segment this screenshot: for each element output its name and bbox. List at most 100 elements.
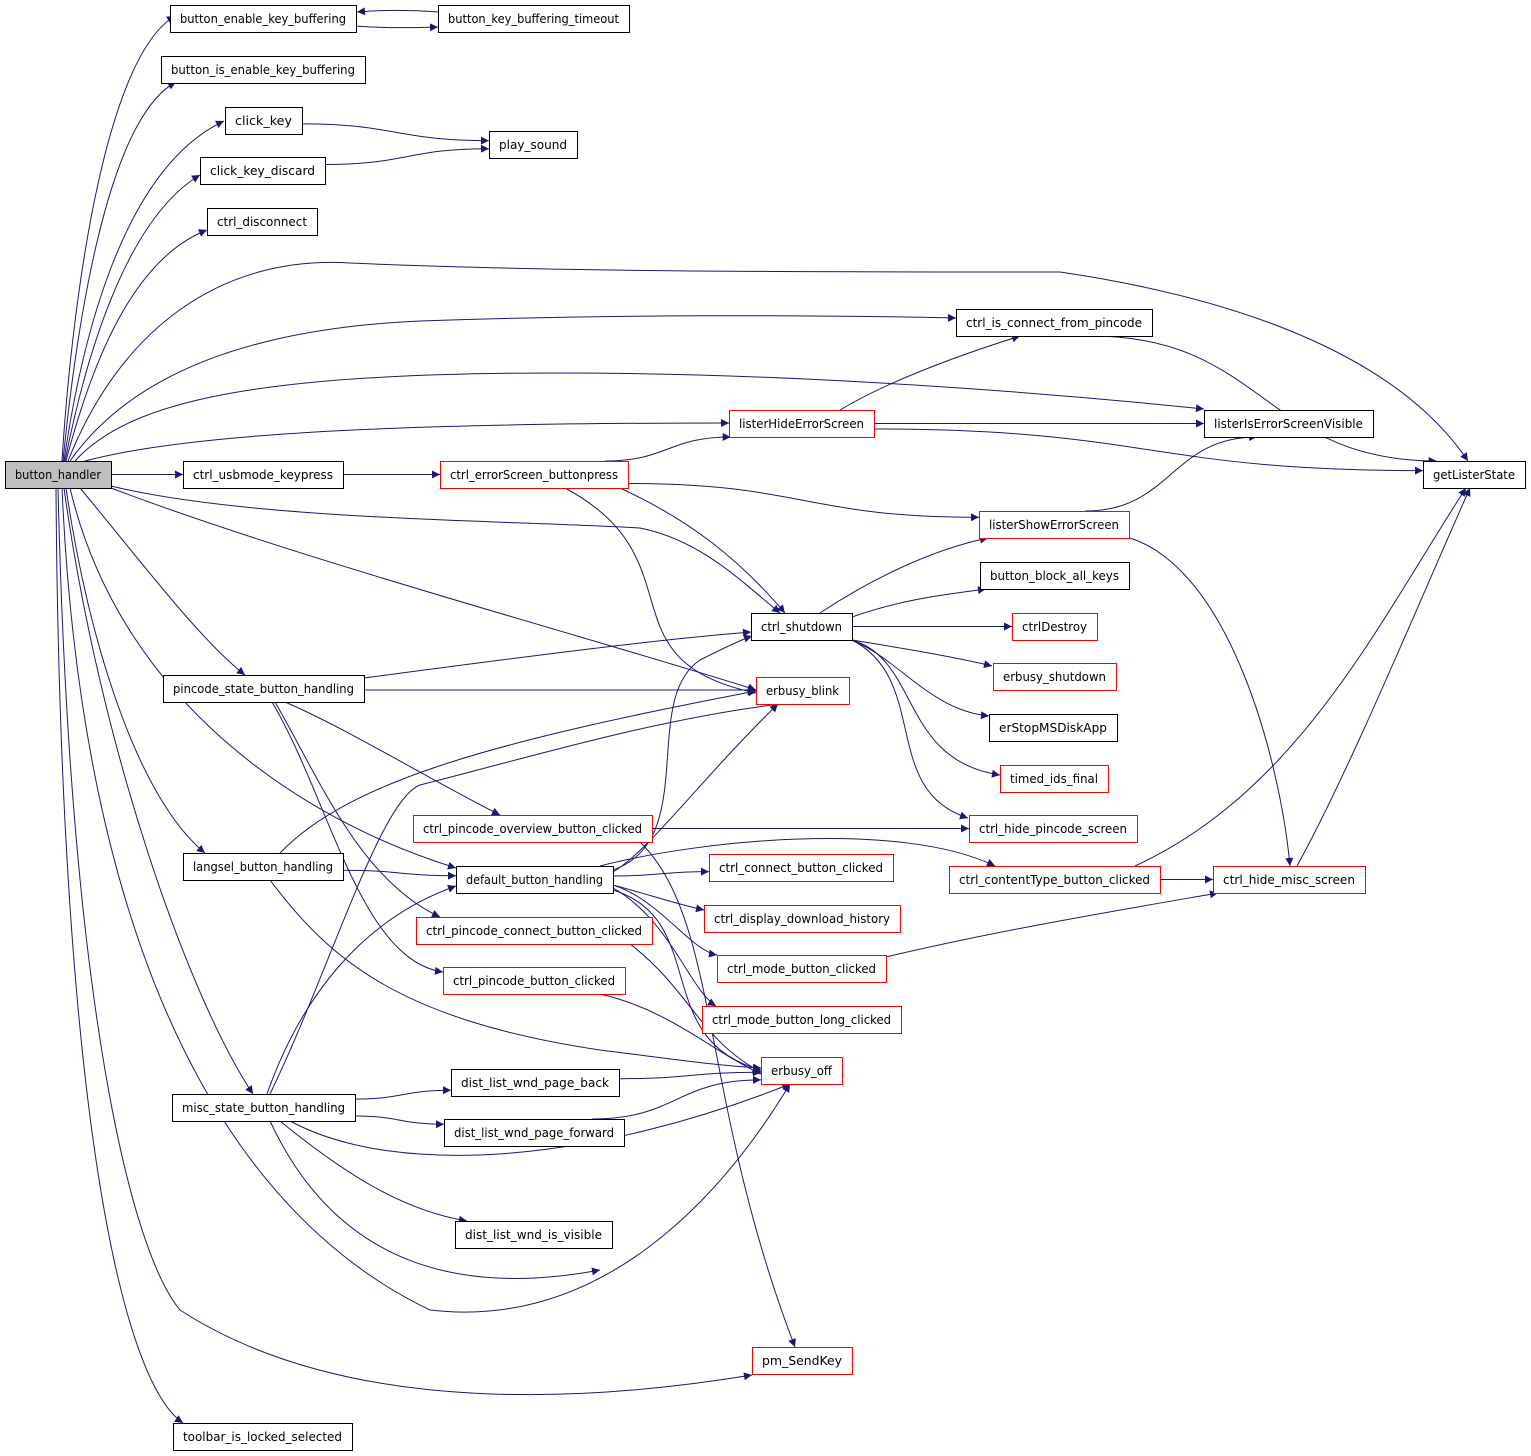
node-click_key[interactable]: click_key xyxy=(225,107,303,135)
edge-ctrl_shutdown-to-button_block_all_keys xyxy=(851,586,987,618)
node-label: ctrl_mode_button_long_clicked xyxy=(712,1012,891,1027)
edge-line xyxy=(342,869,457,880)
node-box xyxy=(200,157,326,185)
node-click_key_discard[interactable]: click_key_discard xyxy=(200,157,326,185)
node-dist_list_wnd_page_back[interactable]: dist_list_wnd_page_back xyxy=(451,1069,620,1097)
edge-line xyxy=(69,487,457,870)
node-ctrl_connect_button_clicked[interactable]: ctrl_connect_button_clicked xyxy=(709,854,894,882)
node-ctrlDestroy[interactable]: ctrlDestroy xyxy=(1012,613,1098,641)
node-ctrl_pincode_overview_button_clicked[interactable]: ctrl_pincode_overview_button_clicked xyxy=(413,815,653,843)
node-getListerState[interactable]: getListerState xyxy=(1423,461,1526,489)
node-ctrl_disconnect[interactable]: ctrl_disconnect xyxy=(207,208,318,236)
node-erbusy_blink[interactable]: erbusy_blink xyxy=(756,677,850,705)
edge-line xyxy=(269,879,762,1072)
node-listerShowErrorScreen[interactable]: listerShowErrorScreen xyxy=(979,511,1130,539)
node-erbusy_shutdown[interactable]: erbusy_shutdown xyxy=(993,663,1117,691)
node-langsel_button_handling[interactable]: langsel_button_handling xyxy=(183,853,344,881)
edge-line xyxy=(851,639,969,820)
edge-misc_state_button_handling-to-erbusy_blink xyxy=(269,701,781,1095)
node-box xyxy=(5,461,112,489)
node-label: timed_ids_final xyxy=(1010,771,1098,786)
node-ctrl_mode_button_clicked[interactable]: ctrl_mode_button_clicked xyxy=(717,955,887,983)
node-listerHideErrorScreen[interactable]: listerHideErrorScreen xyxy=(729,410,875,438)
node-ctrl_errorScreen_buttonpress[interactable]: ctrl_errorScreen_buttonpress xyxy=(440,461,629,489)
edge-line xyxy=(63,487,254,1095)
node-ctrl_is_connect_from_pincode[interactable]: ctrl_is_connect_from_pincode xyxy=(956,309,1153,337)
node-label: default_button_handling xyxy=(466,872,603,887)
edge-line xyxy=(269,701,781,1095)
node-misc_state_button_handling[interactable]: misc_state_button_handling xyxy=(172,1094,356,1122)
node-pincode_state_button_handling[interactable]: pincode_state_button_handling xyxy=(163,675,365,703)
node-label: listerShowErrorScreen xyxy=(989,517,1119,532)
edge-button_handler-to-default_button_handling xyxy=(69,487,457,870)
edge-button_handler-to-button_is_enable_key_buffering xyxy=(62,81,177,462)
node-default_button_handling[interactable]: default_button_handling xyxy=(456,866,614,894)
node-ctrl_contentType_button_clicked[interactable]: ctrl_contentType_button_clicked xyxy=(949,866,1161,894)
node-box xyxy=(756,677,850,705)
node-box xyxy=(170,5,357,33)
node-erbusy_off[interactable]: erbusy_off xyxy=(761,1057,843,1085)
edge-line xyxy=(1091,335,1437,465)
node-play_sound[interactable]: play_sound xyxy=(489,131,578,159)
edge-button_handler-to-click_key_discard xyxy=(64,174,201,462)
node-timed_ids_final[interactable]: timed_ids_final xyxy=(1000,765,1109,793)
node-ctrl_pincode_button_clicked[interactable]: ctrl_pincode_button_clicked xyxy=(443,967,626,995)
edge-line xyxy=(324,144,490,165)
node-label: ctrl_pincode_button_clicked xyxy=(453,973,615,988)
node-box xyxy=(751,613,853,641)
node-toolbar_is_locked_selected[interactable]: toolbar_is_locked_selected xyxy=(173,1423,353,1451)
node-label: button_block_all_keys xyxy=(990,568,1119,583)
node-ctrl_mode_button_long_clicked[interactable]: ctrl_mode_button_long_clicked xyxy=(702,1006,902,1034)
node-label: ctrl_hide_pincode_screen xyxy=(979,821,1127,836)
node-ctrl_hide_misc_screen[interactable]: ctrl_hide_misc_screen xyxy=(1213,866,1366,894)
edge-line xyxy=(356,7,439,16)
edge-button_handler-to-button_enable_key_buffering xyxy=(61,15,176,462)
node-dist_list_wnd_is_visible[interactable]: dist_list_wnd_is_visible xyxy=(455,1221,613,1249)
edge-line xyxy=(819,535,989,614)
edge-line xyxy=(61,487,791,1313)
edge-line xyxy=(62,81,177,462)
edge-line xyxy=(65,487,206,854)
node-ctrl_shutdown[interactable]: ctrl_shutdown xyxy=(751,613,853,641)
node-box xyxy=(761,1057,843,1085)
edge-line xyxy=(592,1075,762,1120)
edge-line xyxy=(612,887,717,1007)
node-pm_SendKey[interactable]: pm_SendKey xyxy=(752,1347,853,1375)
edge-button_handler-to-ctrl_disconnect xyxy=(65,229,208,462)
node-ctrl_hide_pincode_screen[interactable]: ctrl_hide_pincode_screen xyxy=(969,815,1138,843)
edge-langsel_button_handling-to-default_button_handling xyxy=(342,869,457,880)
node-label: ctrl_disconnect xyxy=(217,214,307,229)
edge-misc_state_button_handling-to-ctrl_hide_misc_screen xyxy=(269,1120,601,1279)
node-button_enable_key_buffering[interactable]: button_enable_key_buffering xyxy=(170,5,357,33)
node-box xyxy=(1213,866,1366,894)
edge-line xyxy=(69,313,957,462)
node-button_block_all_keys[interactable]: button_block_all_keys xyxy=(980,562,1130,590)
node-ctrl_usbmode_keypress[interactable]: ctrl_usbmode_keypress xyxy=(183,461,344,489)
edge-line xyxy=(1296,487,1471,867)
node-dist_list_wnd_page_forward[interactable]: dist_list_wnd_page_forward xyxy=(444,1119,625,1147)
edge-line xyxy=(604,433,731,462)
node-box xyxy=(413,815,653,843)
edge-line xyxy=(284,701,501,816)
node-button_handler[interactable]: button_handler xyxy=(5,461,112,489)
node-listerIsErrorScreenVisible[interactable]: listerIsErrorScreenVisible xyxy=(1204,410,1374,438)
node-label: ctrl_hide_misc_screen xyxy=(1223,872,1355,887)
edge-pincode_state_button_handling-to-ctrl_pincode_button_clicked xyxy=(271,701,444,975)
node-label: click_key_discard xyxy=(210,163,315,178)
node-label: dist_list_wnd_page_back xyxy=(461,1075,610,1090)
edge-ctrl_errorScreen_buttonpress-to-ctrl_shutdown xyxy=(619,487,786,614)
edge-misc_state_button_handling-to-erbusy_off xyxy=(289,1083,791,1156)
edge-misc_state_button_handling-to-dist_list_wnd_page_forward xyxy=(354,1115,445,1129)
edge-line xyxy=(851,639,993,669)
node-button_is_enable_key_buffering[interactable]: button_is_enable_key_buffering xyxy=(161,56,366,84)
node-ctrl_display_download_history[interactable]: ctrl_display_download_history xyxy=(704,905,901,933)
node-layer: button_handler button_enable_key_bufferin… xyxy=(5,5,1526,1451)
node-button_key_buffering_timeout[interactable]: button_key_buffering_timeout xyxy=(438,5,630,33)
node-label: pm_SendKey xyxy=(762,1353,843,1368)
node-ctrl_pincode_connect_button_clicked[interactable]: ctrl_pincode_connect_button_clicked xyxy=(416,917,653,945)
node-box xyxy=(709,854,894,882)
node-erStopMSDiskApp[interactable]: erStopMSDiskApp xyxy=(989,714,1118,742)
edge-ctrl_hide_misc_screen-to-getListerState xyxy=(1296,487,1471,867)
node-box xyxy=(979,511,1130,539)
edge-line xyxy=(612,884,705,913)
